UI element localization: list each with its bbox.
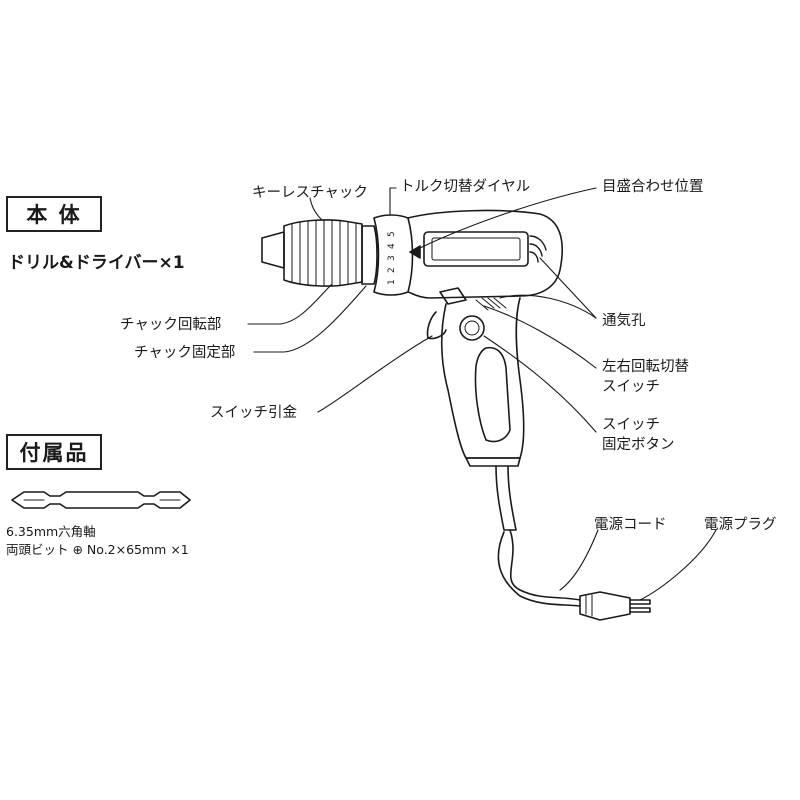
accessories-heading: 付属品 — [6, 434, 102, 470]
chuck-tip — [261, 231, 285, 269]
vent-slots — [529, 235, 547, 263]
chuck-rotating-sleeve — [283, 219, 363, 287]
accessory-line-1: 6.35mm六角軸 — [6, 524, 96, 539]
label-power-cord: 電源コード — [594, 517, 667, 533]
dial-numbers: 1 2 3 4 5 — [387, 231, 397, 285]
driver-bit — [11, 491, 191, 509]
label-power-plug: 電源プラグ — [704, 517, 777, 533]
power-plug — [579, 591, 631, 621]
label-direction-switch-1: 左右回転切替 — [602, 359, 689, 375]
chuck-fixed-collar — [361, 225, 378, 285]
dial-number: 3 — [387, 255, 397, 261]
direction-switch — [439, 287, 467, 305]
label-scale-position: 目盛合わせ位置 — [602, 179, 704, 195]
label-torque-dial: トルク切替ダイヤル — [400, 179, 531, 195]
dial-number: 4 — [387, 243, 397, 249]
scale-window — [423, 231, 529, 267]
label-vents: 通気孔 — [602, 313, 646, 329]
label-lock-button-2: 固定ボタン — [602, 437, 675, 453]
dial-number: 5 — [387, 231, 397, 237]
label-chuck-rotating: チャック回転部 — [120, 317, 222, 333]
handle-grip-inset — [474, 346, 511, 443]
dial-number: 1 — [387, 279, 397, 285]
label-lock-button-1: スイッチ — [602, 417, 660, 433]
motor-housing — [407, 209, 563, 299]
lock-button — [459, 315, 485, 341]
main-unit-item: ドリル&ドライバー×1 — [8, 253, 185, 273]
main-unit-heading: 本 体 — [6, 196, 102, 232]
scale-marker — [409, 245, 421, 259]
label-chuck-fixed: チャック固定部 — [134, 345, 236, 361]
label-direction-switch-2: スイッチ — [602, 379, 660, 395]
label-keyless-chuck: キーレスチャック — [252, 185, 368, 201]
cord-strain-relief — [495, 465, 517, 531]
dial-number: 2 — [387, 267, 397, 273]
chuck-grip-ridges — [291, 219, 357, 287]
accessory-line-2: 両頭ビット ⊕ No.2×65mm ×1 — [6, 542, 189, 557]
power-cord — [509, 529, 581, 601]
switch-ridges — [475, 297, 507, 311]
leader-lines — [247, 187, 717, 601]
label-trigger: スイッチ引金 — [210, 405, 297, 421]
